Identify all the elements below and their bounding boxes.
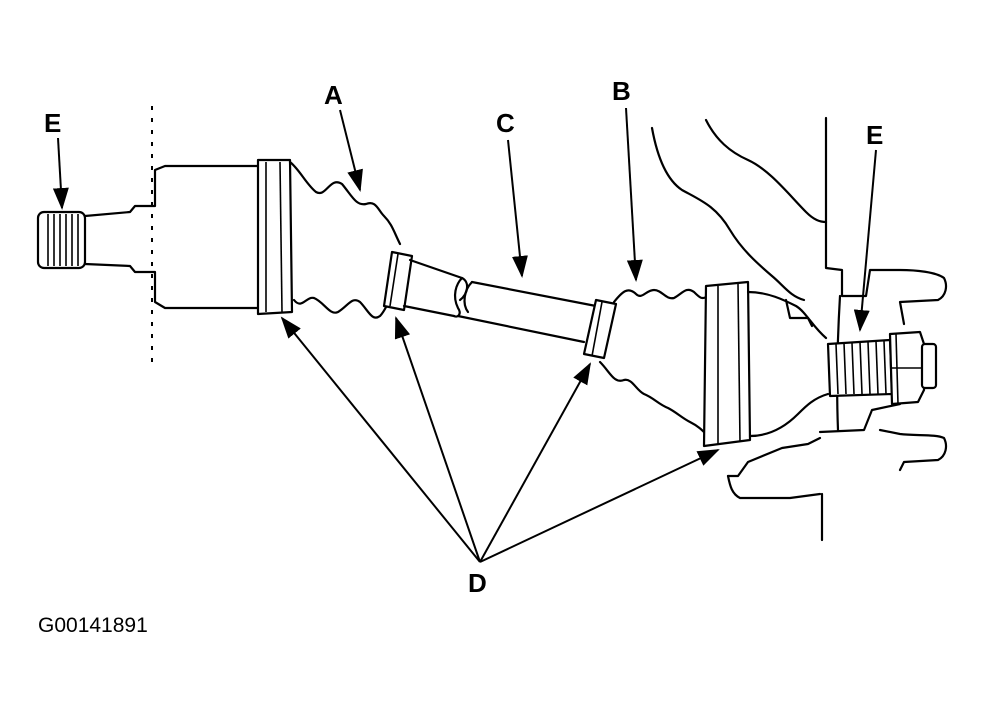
left-spline-shaft [36, 164, 264, 310]
outer-cv-joint [702, 280, 830, 448]
arrow-d-3 [479, 362, 591, 563]
label-e-left: E [44, 108, 61, 138]
leader-arrows [52, 107, 877, 563]
arrow-e-left [52, 137, 69, 210]
right-spline-shaft [826, 338, 894, 398]
arrow-d-2 [394, 316, 481, 563]
inner-cv-joint [256, 158, 294, 316]
arrow-d-4 [479, 449, 720, 563]
intermediate-shaft [402, 258, 598, 344]
arrow-a [339, 109, 363, 192]
label-e-right: E [866, 120, 883, 150]
inner-boot [288, 160, 402, 319]
arrow-d-1 [280, 316, 481, 563]
label-b: B [612, 76, 631, 106]
label-d: D [468, 568, 487, 598]
arrow-e-right [853, 149, 877, 332]
axle-nut [888, 330, 938, 406]
inner-boot-clamp [382, 250, 414, 312]
figure-code: G00141891 [38, 614, 148, 637]
arrow-c [507, 139, 528, 278]
arrow-b [625, 107, 643, 282]
outer-boot-clamp [582, 298, 618, 360]
label-c: C [496, 108, 515, 138]
outer-boot [598, 288, 710, 436]
steering-knuckle [650, 116, 948, 542]
label-a: A [324, 80, 343, 110]
